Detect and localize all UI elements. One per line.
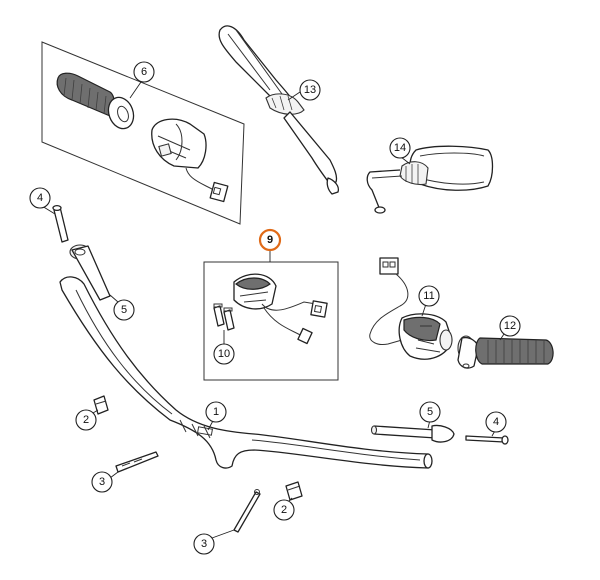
left-grip[interactable] — [56, 72, 138, 132]
svg-text:11: 11 — [423, 290, 434, 302]
cable-tie-left[interactable] — [115, 451, 159, 473]
callout-5-left[interactable]: 5 — [113, 299, 135, 321]
callout-1[interactable]: 1 — [205, 401, 227, 423]
callout-3-bottom[interactable]: 3 — [193, 533, 215, 555]
bar-end-bolt-left[interactable] — [52, 204, 69, 243]
svg-text:3: 3 — [99, 476, 105, 488]
bar-end-bolt-right[interactable] — [465, 435, 509, 445]
svg-text:1: 1 — [213, 406, 219, 418]
right-mirror[interactable] — [366, 145, 494, 214]
cable-tie-bottom[interactable] — [233, 489, 261, 533]
svg-text:3: 3 — [201, 538, 207, 550]
callout-9[interactable]: 9 — [258, 228, 282, 252]
svg-text:9: 9 — [267, 234, 273, 246]
svg-text:2: 2 — [83, 414, 89, 426]
screw-set[interactable] — [213, 303, 235, 331]
callout-14[interactable]: 14 — [389, 137, 411, 159]
callout-13[interactable]: 13 — [299, 79, 321, 101]
left-handlebar-switch[interactable] — [151, 118, 229, 203]
callout-3-left[interactable]: 3 — [91, 471, 113, 493]
bar-end-weight-right[interactable] — [370, 424, 455, 443]
right-handlebar-switch[interactable] — [369, 257, 453, 360]
svg-text:10: 10 — [218, 348, 230, 360]
callout-11[interactable]: 11 — [418, 285, 440, 307]
callout-2-bottom[interactable]: 2 — [273, 499, 295, 521]
switch-unit[interactable] — [233, 273, 328, 345]
cable-clip-bottom[interactable] — [285, 481, 303, 501]
svg-text:5: 5 — [427, 406, 433, 418]
handlebar[interactable] — [59, 276, 433, 469]
callout-4-right[interactable]: 4 — [485, 411, 507, 433]
svg-text:6: 6 — [141, 66, 147, 78]
left-mirror[interactable] — [218, 25, 340, 195]
callout-12[interactable]: 12 — [499, 315, 521, 337]
callout-6[interactable]: 6 — [133, 61, 155, 83]
callout-4-left[interactable]: 4 — [29, 187, 51, 209]
svg-text:13: 13 — [304, 84, 316, 96]
callout-2-left[interactable]: 2 — [75, 409, 97, 431]
callout-5-right[interactable]: 5 — [419, 401, 441, 423]
callout-10[interactable]: 10 — [213, 343, 235, 365]
panel-left-grip-assembly: 6 — [41, 41, 245, 225]
svg-text:14: 14 — [394, 142, 406, 154]
svg-text:4: 4 — [37, 192, 43, 204]
cable-clip-left[interactable] — [93, 395, 109, 415]
bar-end-weight-left[interactable] — [69, 244, 111, 301]
svg-text:5: 5 — [121, 304, 127, 316]
throttle-grip[interactable] — [457, 335, 554, 369]
svg-text:2: 2 — [281, 504, 287, 516]
svg-text:12: 12 — [504, 320, 516, 332]
panel-switch-assembly: 9 10 — [203, 228, 339, 381]
svg-text:4: 4 — [493, 416, 499, 428]
